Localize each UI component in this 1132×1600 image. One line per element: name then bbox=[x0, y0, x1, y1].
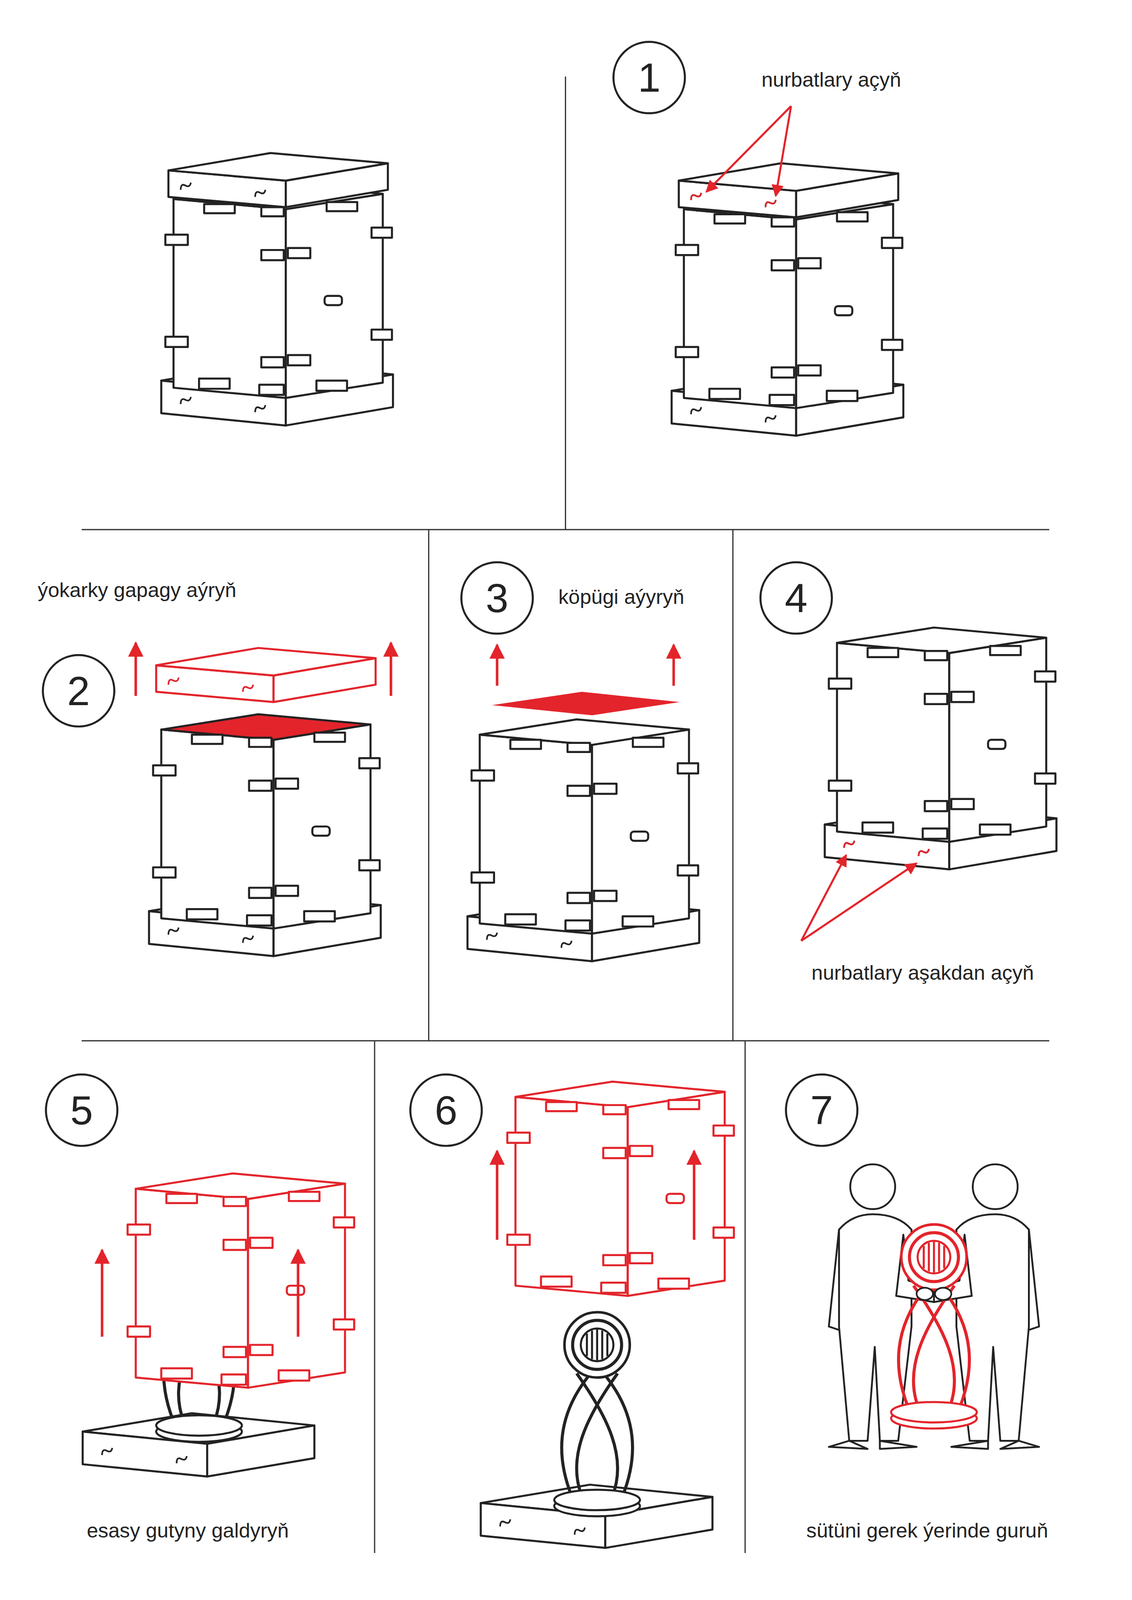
step-circle: 5 bbox=[44, 1074, 119, 1148]
instruction-text: ýokarky gapagy aýryň bbox=[35, 577, 239, 603]
callout-number: 1 bbox=[637, 57, 661, 98]
step-circle: 7 bbox=[784, 1074, 859, 1148]
instruction-text: nurbatlary açyň bbox=[759, 67, 903, 93]
instruction-text: sütüni gerek ýerinde guruň bbox=[804, 1518, 1051, 1544]
hands bbox=[916, 1288, 952, 1301]
crate-step1 bbox=[671, 163, 904, 436]
up-arrows bbox=[102, 1250, 299, 1338]
up-arrows bbox=[496, 645, 674, 686]
crate-step2 bbox=[149, 648, 381, 957]
up-arrows bbox=[135, 642, 392, 696]
callout-number: 3 bbox=[485, 577, 509, 619]
crate-step3 bbox=[467, 692, 700, 962]
step-circle: 6 bbox=[409, 1074, 483, 1148]
foam-sheet bbox=[491, 692, 680, 716]
two-people bbox=[829, 1164, 1040, 1450]
instruction-text: köpügi aýyryň bbox=[556, 584, 687, 610]
instruction-text: esasy gutyny galdyryň bbox=[84, 1518, 292, 1544]
up-arrows bbox=[496, 1151, 694, 1241]
column-stand bbox=[891, 1225, 977, 1430]
step-circle: 4 bbox=[759, 561, 833, 635]
callout-number: 6 bbox=[434, 1090, 458, 1131]
step-circle: 1 bbox=[612, 40, 686, 115]
crate-step5 bbox=[82, 1173, 355, 1477]
crate-step6 bbox=[480, 1081, 735, 1549]
callout-number: 7 bbox=[810, 1090, 834, 1131]
callout-number: 5 bbox=[70, 1090, 94, 1131]
instruction-text: nurbatlary aşakdan açyň bbox=[809, 960, 1036, 986]
step-circle: 2 bbox=[41, 654, 116, 728]
closed-crate bbox=[161, 153, 393, 426]
leader-arrows bbox=[706, 106, 792, 197]
red-screws bbox=[844, 840, 929, 857]
red-screws bbox=[691, 193, 777, 208]
callout-number: 2 bbox=[67, 670, 90, 712]
step-circle: 3 bbox=[460, 561, 534, 635]
callout-number: 4 bbox=[784, 577, 808, 619]
leader-arrows bbox=[801, 855, 917, 942]
crate-step4 bbox=[824, 627, 1057, 870]
